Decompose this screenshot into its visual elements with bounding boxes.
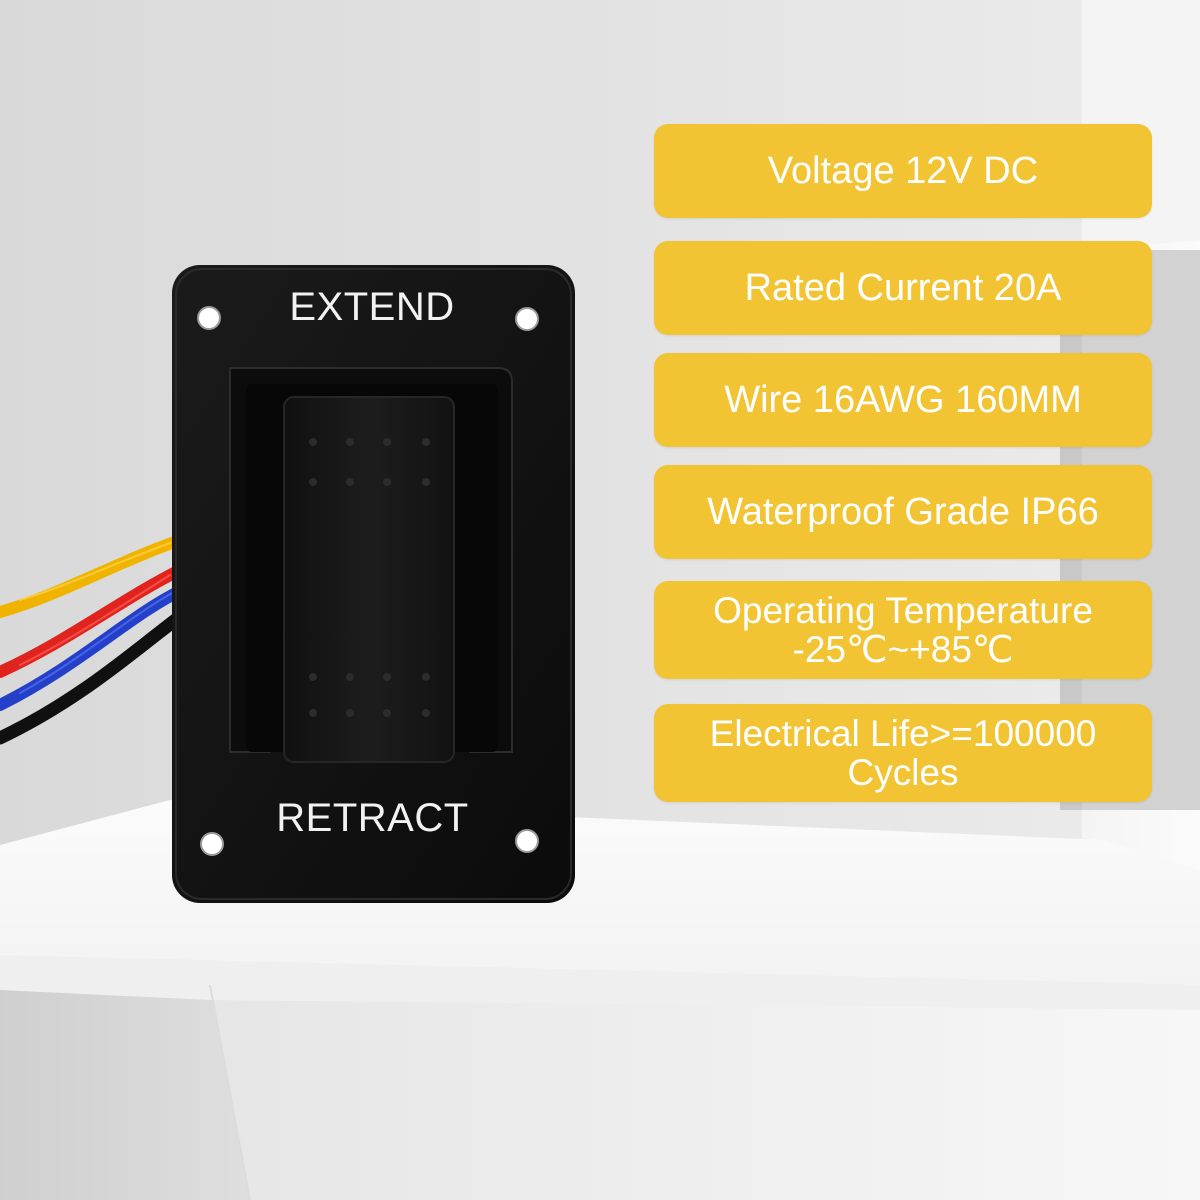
spec-text: Voltage 12V DC	[767, 150, 1039, 192]
spec-text: Waterproof Grade IP66	[707, 491, 1099, 533]
retract-label: RETRACT	[276, 796, 469, 840]
spec-card-rated-current: Rated Current 20A	[654, 241, 1152, 335]
spec-card-electrical-life: Electrical Life>=100000 Cycles	[654, 704, 1152, 802]
spec-text: Cycles	[847, 752, 959, 793]
spec-card-operating-temperature: Operating Temperature -25℃~+85℃	[654, 581, 1152, 679]
wire-bundle-icon	[0, 534, 189, 745]
spec-card-wire: Wire 16AWG 160MM	[654, 353, 1152, 447]
spec-text: Electrical Life>=100000	[709, 713, 1097, 754]
mounting-hole-icon	[197, 306, 539, 856]
spec-text: Wire 16AWG 160MM	[724, 379, 1082, 421]
spec-text: -25℃~+85℃	[792, 629, 1014, 670]
spec-text: Rated Current 20A	[744, 267, 1062, 309]
spec-text: Operating Temperature	[713, 590, 1093, 631]
rocker-switch	[172, 265, 575, 903]
rocker-dots-icon	[309, 438, 430, 717]
spec-card-voltage: Voltage 12V DC	[654, 124, 1152, 218]
spec-card-waterproof: Waterproof Grade IP66	[654, 465, 1152, 559]
extend-label: EXTEND	[289, 285, 455, 329]
